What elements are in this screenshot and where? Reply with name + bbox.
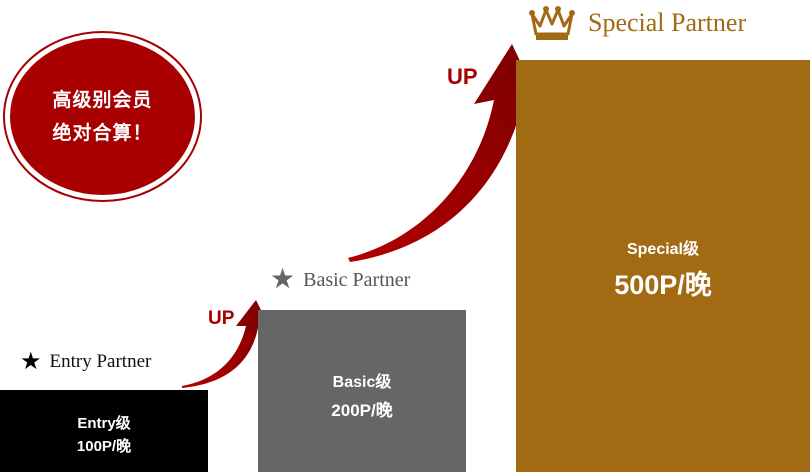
special-tier-price: 500P/晚 [614, 270, 712, 300]
basic-partner-title: ★ Basic Partner [270, 266, 410, 294]
basic-tier-block: Basic级 200P/晚 [258, 310, 466, 472]
large-up-arrow [348, 44, 544, 262]
basic-tier-price: 200P/晚 [331, 401, 393, 420]
crown-icon [529, 6, 575, 40]
entry-tier-price: 100P/晚 [76, 438, 132, 455]
entry-title-text: Entry Partner [49, 351, 152, 372]
up-label-small: UP [208, 308, 235, 329]
up-label-large: UP [447, 64, 478, 89]
special-partner-title: Special Partner [528, 4, 746, 42]
entry-tier-block: Entry级 100P/晚 [0, 390, 208, 472]
badge-line-1: 高级别会员 [52, 88, 153, 111]
special-tier-block: Special级 500P/晚 [516, 60, 810, 472]
small-up-arrow [182, 300, 270, 388]
star-icon: ★ [20, 349, 42, 375]
promo-badge: 高级别会员 绝对合算！ [10, 38, 195, 195]
entry-tier-name: Entry级 [77, 415, 131, 432]
special-tier-name: Special级 [626, 241, 700, 258]
basic-tier-name: Basic级 [332, 374, 392, 391]
badge-ring [3, 31, 202, 202]
badge-line-2: 绝对合算！ [52, 121, 153, 144]
entry-partner-title: ★ Entry Partner [20, 350, 151, 374]
special-title-text: Special Partner [588, 8, 747, 37]
star-icon: ★ [270, 264, 296, 295]
basic-title-text: Basic Partner [303, 268, 411, 291]
